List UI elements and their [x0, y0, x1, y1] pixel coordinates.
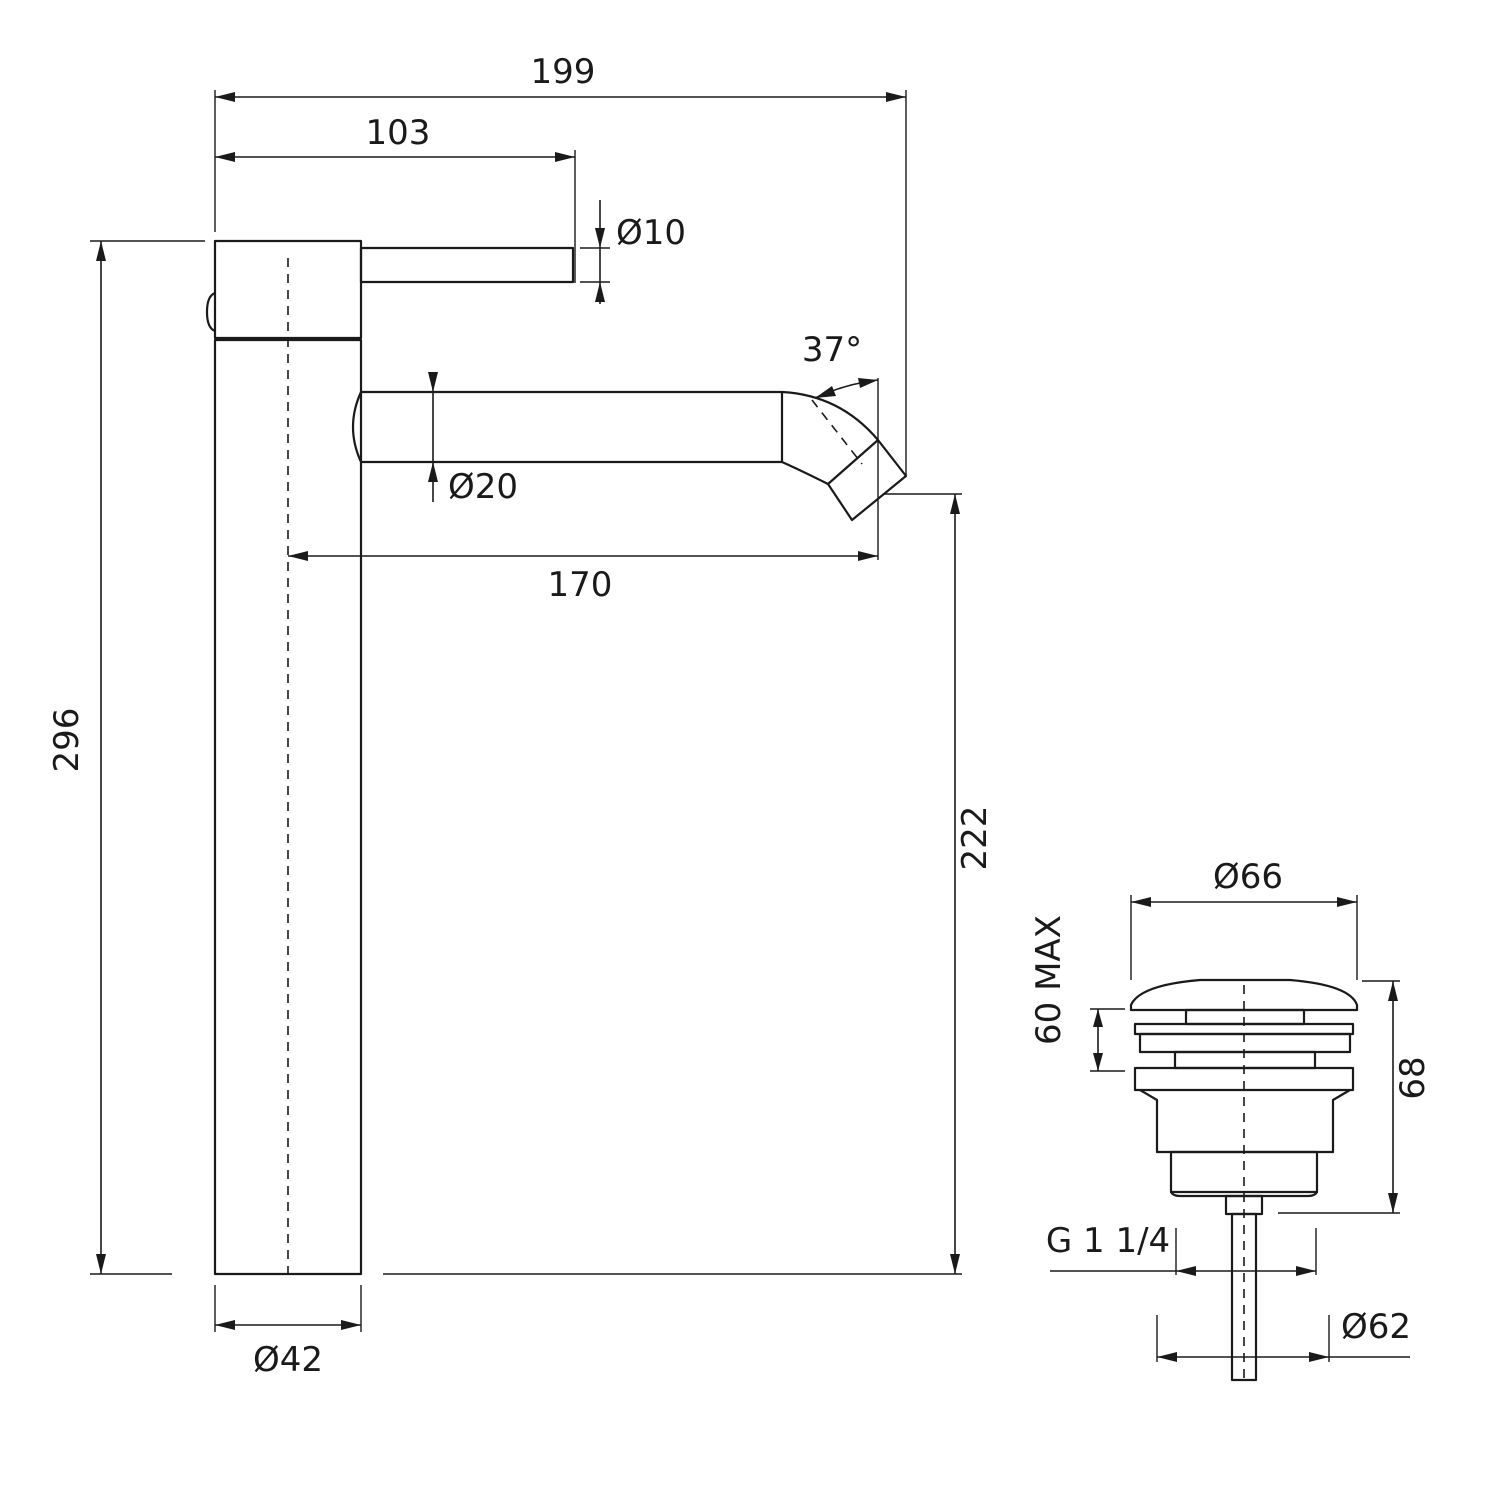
faucet-dimensions: 199 103 Ø10 37° Ø20 170 296 222 Ø42 — [47, 52, 995, 1380]
drain-body — [1139, 1089, 1351, 1154]
label-total-height: 296 — [47, 708, 87, 773]
drain-dimensions: Ø66 60 MAX 68 G 1 1/4 Ø62 — [1029, 857, 1433, 1362]
spout-tube — [351, 390, 784, 464]
label-spout-reach: 170 — [548, 565, 613, 605]
drain-drawing — [1129, 978, 1359, 1382]
label-handle-reach: 103 — [366, 113, 431, 153]
spout-bend — [781, 390, 908, 522]
drain-collar-2 — [1138, 1032, 1352, 1054]
label-flange-diameter: Ø62 — [1341, 1307, 1411, 1347]
label-cap-diameter: Ø66 — [1213, 857, 1283, 897]
label-spout-height: 222 — [955, 806, 995, 871]
label-spout-angle: 37° — [802, 330, 862, 370]
label-body-diameter: Ø42 — [253, 1340, 323, 1380]
spout-angle-axis — [811, 399, 863, 465]
label-overall-width: 199 — [531, 52, 596, 92]
label-adjustment: 60 MAX — [1029, 915, 1069, 1045]
faucet-drawing — [205, 239, 908, 1276]
lever-handle — [359, 246, 575, 284]
drain-stem-mid — [1173, 1050, 1317, 1070]
label-drain-height: 68 — [1393, 1056, 1433, 1099]
label-spout-diameter: Ø20 — [448, 467, 518, 507]
label-handle-diameter: Ø10 — [616, 213, 686, 253]
rear-knob — [205, 291, 216, 333]
drain-cap — [1129, 978, 1359, 1012]
spout-outlet-line — [827, 439, 879, 485]
drain-stem-top — [1184, 1008, 1306, 1026]
label-thread: G 1 1/4 — [1046, 1221, 1170, 1261]
